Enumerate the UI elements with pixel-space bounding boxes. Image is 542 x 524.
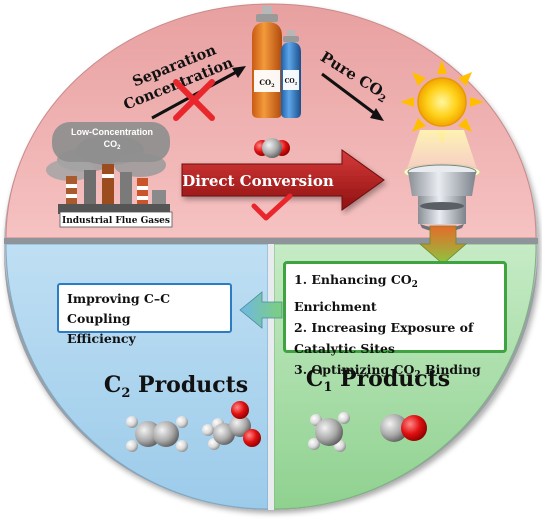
c1-item-2: 2. Increasing Exposure of bbox=[294, 320, 474, 335]
cylinder-label-right: CO2 bbox=[285, 78, 298, 86]
pure-co2-arrow bbox=[321, 72, 384, 121]
check-mark-icon bbox=[251, 193, 293, 221]
cross-mark-icon bbox=[173, 79, 215, 121]
methane-molecule-icon bbox=[308, 412, 350, 452]
flue-gas-label-box bbox=[59, 211, 173, 228]
c2-line-2: Efficiency bbox=[67, 331, 136, 346]
divider-vertical bbox=[268, 244, 274, 510]
cylinder-label-left: CO2 bbox=[259, 78, 275, 89]
ethylene-molecule-icon bbox=[126, 416, 188, 452]
c1-strategy-box: 1. Enhancing CO2 Enrichment 2. Increasin… bbox=[283, 261, 507, 380]
direct-conversion-arrow[interactable] bbox=[181, 149, 385, 211]
c1-item-3: Catalytic Sites bbox=[294, 341, 395, 356]
left-arrow bbox=[239, 291, 283, 329]
co-molecule-icon bbox=[380, 414, 427, 442]
direct-conversion-label: Direct Conversion bbox=[182, 172, 334, 190]
c2-line-1: Improving C–C Coupling bbox=[67, 291, 171, 326]
co2-molecule-icon bbox=[254, 138, 290, 158]
flue-gas-text-1: Low-Concentration bbox=[71, 127, 153, 137]
electrode-cell-icon bbox=[407, 164, 477, 232]
divider-horizontal bbox=[4, 238, 538, 244]
factory-chimneys-icon bbox=[46, 122, 170, 214]
down-arrow bbox=[418, 225, 468, 265]
gas-cylinders-icon: CO2 CO2 bbox=[252, 6, 301, 118]
acetic-molecule-icon bbox=[202, 401, 261, 450]
flue-gas-label: Industrial Flue Gases bbox=[62, 216, 170, 226]
c2-strategy-box: Improving C–C Coupling Efficiency bbox=[57, 283, 232, 346]
c1-item-4: 3. Optimizing CO2 Binding bbox=[294, 362, 481, 380]
c1-item-1: 1. Enhancing CO2 Enrichment bbox=[294, 272, 418, 314]
flue-gas-text-2: CO2 bbox=[104, 139, 122, 151]
